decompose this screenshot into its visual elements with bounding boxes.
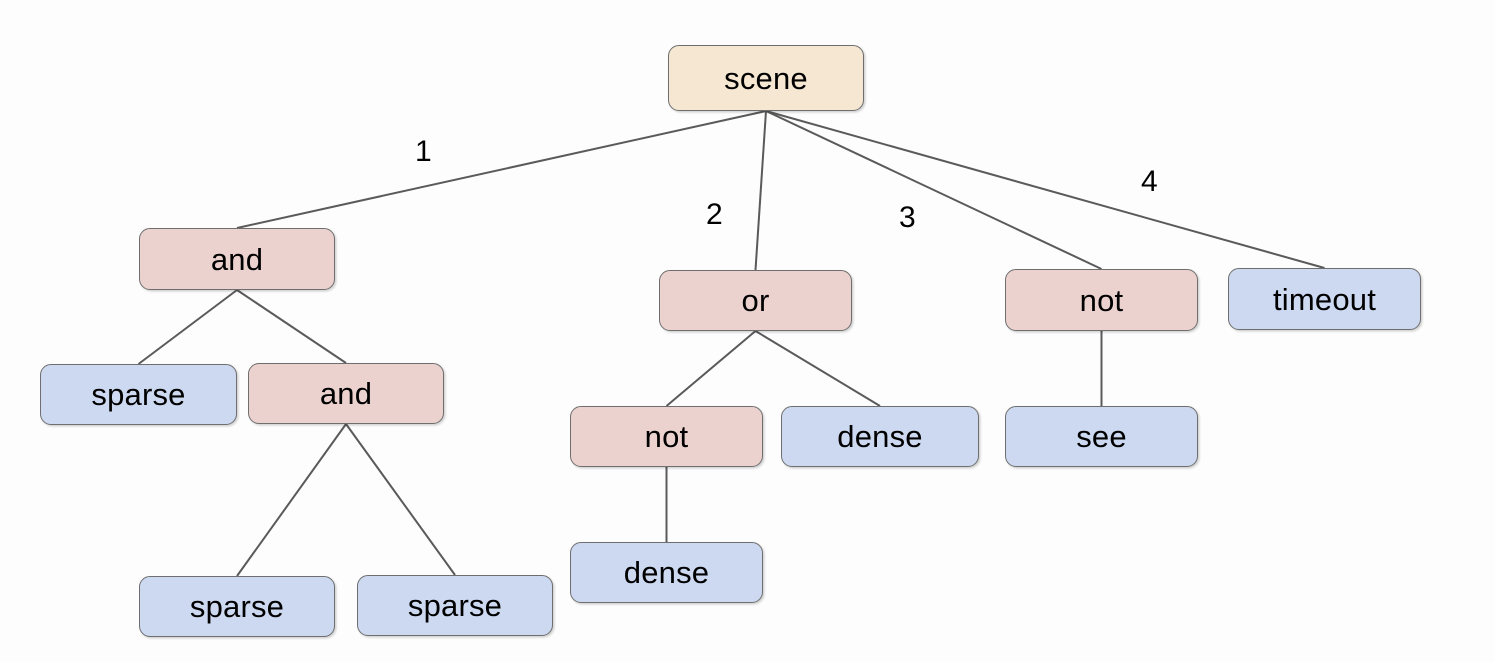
tree-node-label: scene xyxy=(724,60,808,96)
tree-edge-n0-n12 xyxy=(765,110,1325,269)
tree-node-label: timeout xyxy=(1272,281,1377,317)
tree-node-label: and xyxy=(210,241,264,277)
tree-node-sparse[interactable]: sparse xyxy=(139,576,335,637)
tree-edge-n3-n5 xyxy=(345,423,456,576)
tree-edge-n3-n4 xyxy=(236,423,347,577)
tree-edge-n0-n6 xyxy=(754,110,767,271)
tree-node-label: dense xyxy=(623,555,710,590)
tree-edge-n1-n3 xyxy=(236,289,347,364)
tree-node-see[interactable]: see xyxy=(1005,406,1198,467)
tree-node-sparse[interactable]: sparse xyxy=(40,364,237,425)
tree-node-label: not xyxy=(1079,282,1124,318)
tree-node-scene[interactable]: scene xyxy=(668,45,864,111)
tree-edge-n6-n7 xyxy=(665,330,757,407)
tree-edge-label-2: 2 xyxy=(706,198,723,231)
tree-node-dense[interactable]: dense xyxy=(570,542,763,603)
tree-node-label: dense xyxy=(837,419,923,454)
tree-node-label: sparse xyxy=(407,588,503,623)
tree-node-label: see xyxy=(1076,419,1127,454)
tree-node-dense[interactable]: dense xyxy=(781,406,979,467)
tree-edge-n1-n2 xyxy=(137,289,238,365)
tree-node-label: sparse xyxy=(189,589,285,624)
tree-node-and[interactable]: and xyxy=(139,228,335,290)
tree-edge-label-3: 3 xyxy=(899,201,916,234)
tree-edge-label-4: 4 xyxy=(1141,165,1158,198)
tree-edge-n0-n1 xyxy=(236,110,767,229)
tree-edge-label-1: 1 xyxy=(415,135,432,168)
tree-node-not[interactable]: not xyxy=(1005,269,1198,331)
tree-node-and[interactable]: and xyxy=(248,363,444,424)
tree-node-timeout[interactable]: timeout xyxy=(1228,268,1421,330)
tree-node-not[interactable]: not xyxy=(570,406,763,467)
tree-node-label: or xyxy=(741,283,770,318)
tree-node-sparse[interactable]: sparse xyxy=(357,575,553,636)
tree-node-label: not xyxy=(644,419,689,454)
tree-edge-n0-n10 xyxy=(765,110,1102,270)
tree-node-label: sparse xyxy=(91,377,186,412)
tree-node-label: and xyxy=(319,376,373,411)
tree-edge-n6-n8 xyxy=(754,330,881,407)
tree-node-or[interactable]: or xyxy=(659,270,852,331)
